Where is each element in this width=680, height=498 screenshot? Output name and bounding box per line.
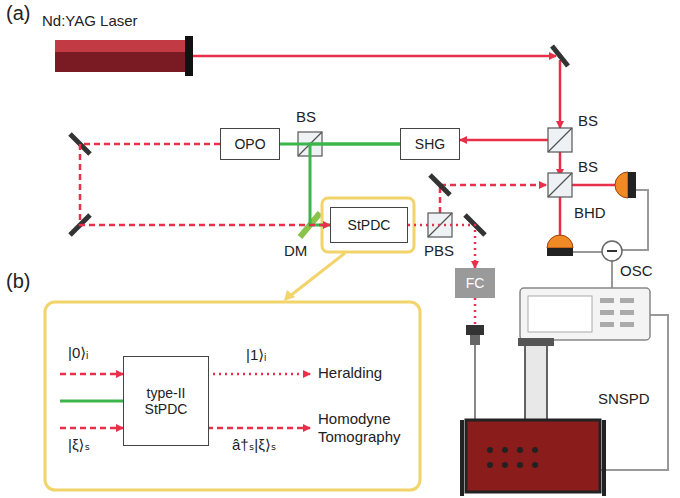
part-label: PBS <box>424 242 454 259</box>
component-box: FC <box>455 268 495 298</box>
part-label: DM <box>284 242 307 259</box>
beam-path <box>80 144 330 225</box>
component-label: type-II StPDC <box>128 385 204 417</box>
beam-path <box>408 225 475 268</box>
part-label: Nd:YAG Laser <box>42 12 138 29</box>
part-label: |0⟩ᵢ <box>68 344 88 362</box>
part-label: (a) <box>6 2 30 25</box>
part-label: BS <box>296 108 316 125</box>
part-label: BS <box>578 112 598 129</box>
component-box: SHG <box>400 128 460 160</box>
part-label: SNSPD <box>598 390 650 407</box>
part-label: |1⟩ᵢ <box>246 346 266 364</box>
component-label: OPO <box>234 136 265 152</box>
part-label: â†ₛ|ξ⟩ₛ <box>232 436 276 454</box>
part-label: Homodyne Tomography <box>318 410 418 446</box>
part-label: |ξ⟩ₛ <box>68 436 90 454</box>
part-label: BHD <box>574 204 606 221</box>
part-label: (b) <box>6 270 30 293</box>
component-box: OPO <box>220 128 280 160</box>
part-label: BS <box>578 158 598 175</box>
crystal-box: type-II StPDC <box>123 356 209 446</box>
component-box: StPDC <box>330 207 408 243</box>
part-label: Heralding <box>318 364 382 381</box>
component-label: StPDC <box>348 217 391 233</box>
component-label: SHG <box>415 136 445 152</box>
component-label: FC <box>466 275 485 291</box>
part-label: OSC <box>620 262 653 279</box>
